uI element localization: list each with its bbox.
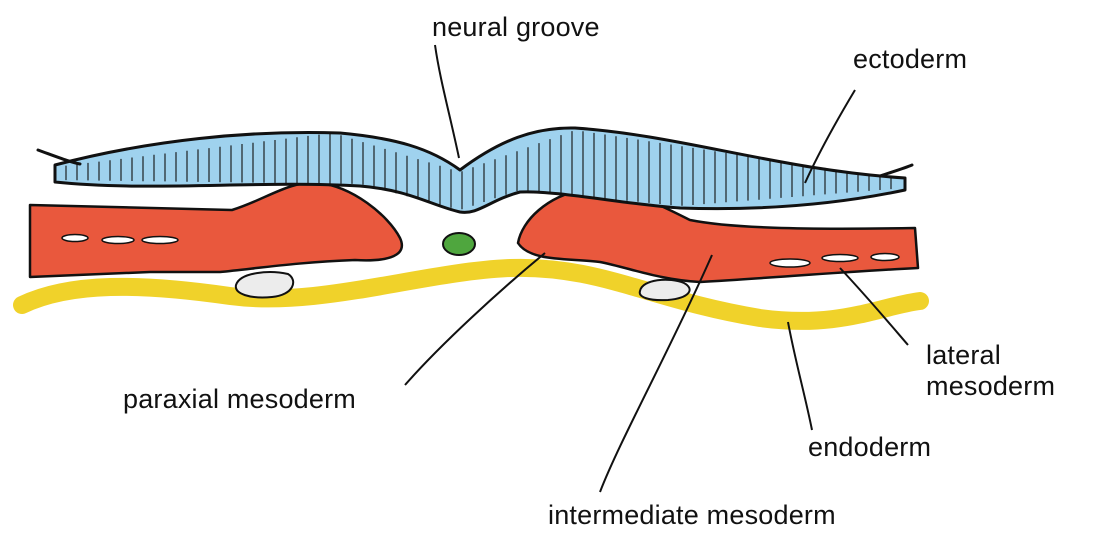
label-endoderm: endoderm: [808, 432, 931, 462]
label-ectoderm: ectoderm: [853, 44, 967, 74]
coelom-slit-left-1: [62, 235, 88, 242]
dorsal-aorta-right: [640, 280, 690, 300]
ectoderm-band-fill: [55, 128, 905, 212]
label-lateral-mesoderm-line1: lateral: [926, 340, 1001, 370]
label-lateral-mesoderm-line2: mesoderm: [926, 371, 1055, 401]
coelom-slit-right-3: [871, 254, 899, 261]
label-paraxial-mesoderm: paraxial mesoderm: [123, 384, 356, 414]
dorsal-aorta-left: [236, 272, 293, 297]
label-neural-groove: neural groove: [432, 12, 600, 42]
coelom-slit-right-2: [822, 255, 858, 262]
coelom-slit-left-3: [142, 237, 178, 244]
left-mesoderm: [30, 183, 402, 277]
leader-endoderm: [788, 322, 812, 430]
ectoderm-layer: [38, 128, 912, 212]
notochord: [443, 233, 475, 255]
label-intermediate-mesoderm: intermediate mesoderm: [548, 500, 836, 530]
ectoderm-outer-line-right: [880, 165, 912, 176]
leader-neural-groove: [435, 45, 459, 158]
ectoderm-outer-line-left: [38, 150, 80, 164]
coelom-slit-left-2: [102, 237, 134, 244]
coelom-slit-right-1: [770, 259, 810, 267]
